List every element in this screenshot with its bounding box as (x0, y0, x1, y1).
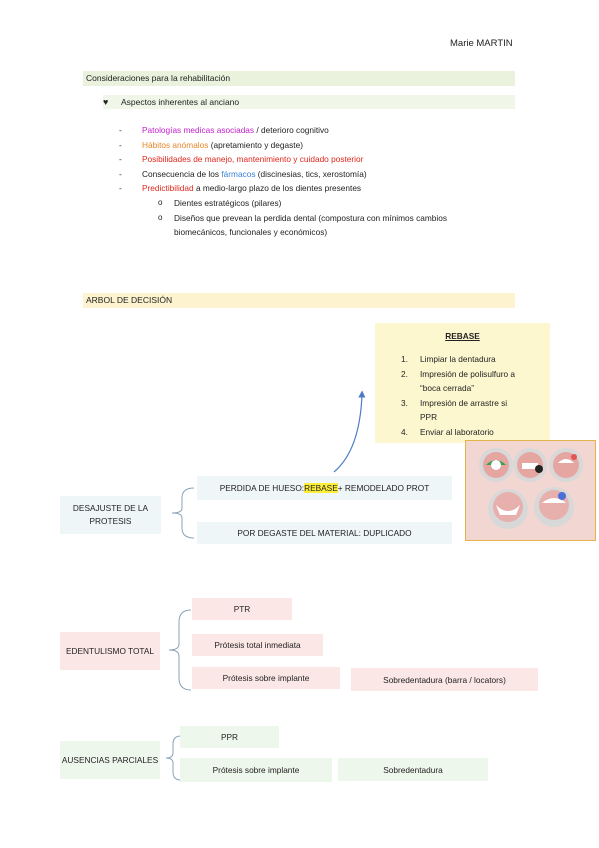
rebase-step: “boca cerrada” (420, 383, 474, 393)
rebase-step: 4.Enviar al laboratorio (401, 426, 494, 437)
tree3-branch-implant: Prótesis sobre implante (180, 758, 332, 782)
brace-icon (171, 487, 195, 539)
tree2-branch-immediate: Prótesis total inmediata (192, 634, 323, 656)
rebase-step: 3.Impresión de arrastre si (401, 397, 508, 408)
denture-illustration-icon (466, 441, 595, 540)
rebase-box: REBASE 1.Limpiar la dentadura 2.Impresió… (375, 323, 550, 443)
bullet-row: ♥ Aspectos inherentes al anciano (103, 95, 515, 109)
tree2-root: EDENTULISMO TOTAL (60, 632, 160, 670)
tree3-root: AUSENCIAS PARCIALES (60, 741, 160, 779)
tree2-branch-implant: Prótesis sobre implante (192, 667, 340, 689)
rebase-step: PPR (420, 412, 438, 422)
list-item: -Consecuencia de los fármacos (discinesi… (119, 168, 367, 179)
sub-list-item-continued: biomecánicos, funcionales y económicos) (174, 227, 328, 237)
rebase-steps: 1.Limpiar la dentadura 2.Impresión de po… (401, 352, 546, 439)
tree1-branch-bone-loss: PERDIDA DE HUESO: REBASE + REMODELADO PR… (197, 476, 452, 500)
brace-icon (168, 609, 192, 691)
bullet-label: Aspectos inherentes al anciano (121, 97, 240, 107)
brace-icon (165, 735, 182, 781)
rebase-step: 2.Impresión de polisulfuro a (401, 368, 516, 379)
author-name: Marie MARTIN (450, 38, 513, 49)
tree3-branch-ppr: PPR (180, 726, 279, 748)
list-item: -Hábitos anómalos (apretamiento y degast… (119, 139, 303, 150)
list-item: -Predictibilidad a medio-largo plazo de … (119, 183, 362, 193)
tree1-branch-material-wear: POR DEGASTE DEL MATERIAL: DUPLICADO (197, 522, 452, 544)
list-item: -Patologías medicas asociadas / deterior… (119, 125, 329, 135)
list-item: -Posibilidades de manejo, mantenimiento … (119, 154, 364, 164)
denture-impression-illustration (465, 440, 596, 541)
tree2-branch-ptr: PTR (192, 598, 292, 620)
aspects-list: -Patologías medicas asociadas / deterior… (119, 123, 367, 196)
rebase-step: 1.Limpiar la dentadura (401, 354, 496, 364)
section-title-rehabilitacion: Consideraciones para la rehabilitación (83, 71, 515, 86)
heart-bullet-icon: ♥ (103, 97, 109, 107)
tree1-root: DESAJUSTE DE LA PROTESIS (60, 496, 161, 534)
tree3-overdenture: Sobredentadura (338, 758, 488, 781)
tree2-overdenture: Sobredentadura (barra / locators) (351, 668, 538, 691)
curved-arrow-icon (333, 390, 366, 473)
section-title-arbol: ARBOL DE DECISIÓN (83, 293, 515, 308)
rebase-title: REBASE (445, 331, 480, 341)
